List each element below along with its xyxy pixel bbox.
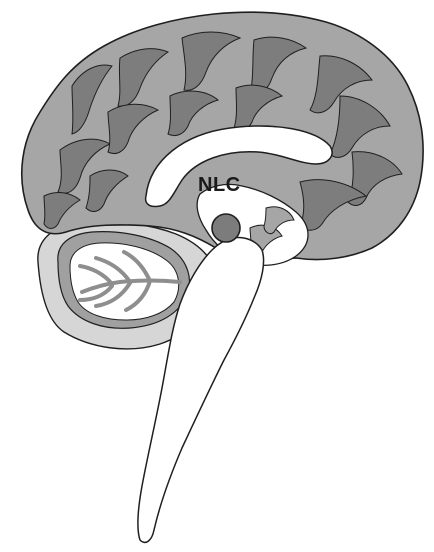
nlc-nucleus	[212, 214, 240, 242]
nlc-label: NLC	[198, 174, 241, 197]
